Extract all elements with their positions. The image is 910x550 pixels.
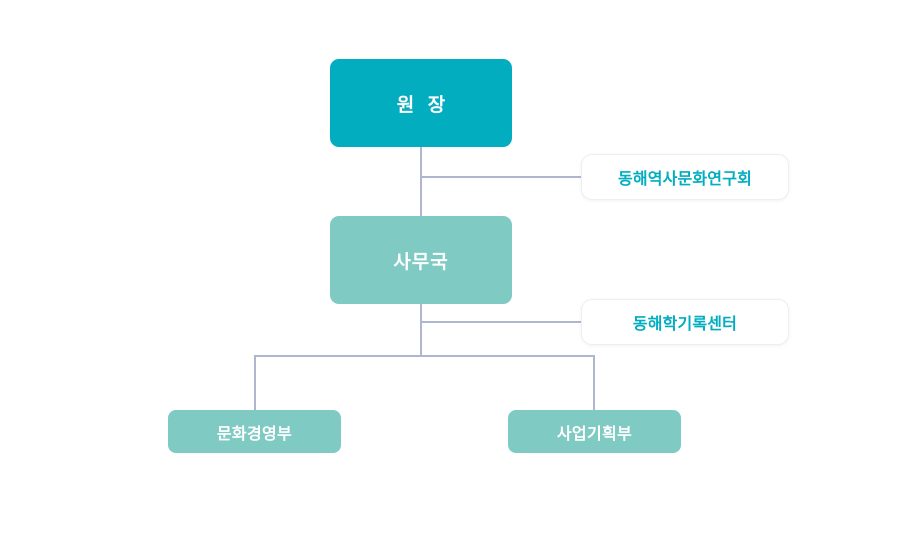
connector-to-department-left: [254, 355, 256, 411]
connector-department-split-bar: [254, 355, 595, 357]
connector-director-to-office: [420, 147, 422, 216]
connector-director-to-affiliate-1: [420, 176, 581, 178]
node-affiliate-donghae-archive-center[interactable]: 동해학기록센터: [581, 299, 789, 345]
node-director[interactable]: 원 장: [330, 59, 512, 147]
node-department-business-planning[interactable]: 사업기획부: [508, 410, 681, 453]
node-department-culture-management[interactable]: 문화경영부: [168, 410, 341, 453]
connector-to-department-right: [593, 355, 595, 411]
connector-office-to-affiliate-2: [420, 321, 581, 323]
node-office[interactable]: 사무국: [330, 216, 512, 304]
connector-office-trunk: [420, 304, 422, 357]
node-affiliate-history-culture-society[interactable]: 동해역사문화연구회: [581, 154, 789, 200]
